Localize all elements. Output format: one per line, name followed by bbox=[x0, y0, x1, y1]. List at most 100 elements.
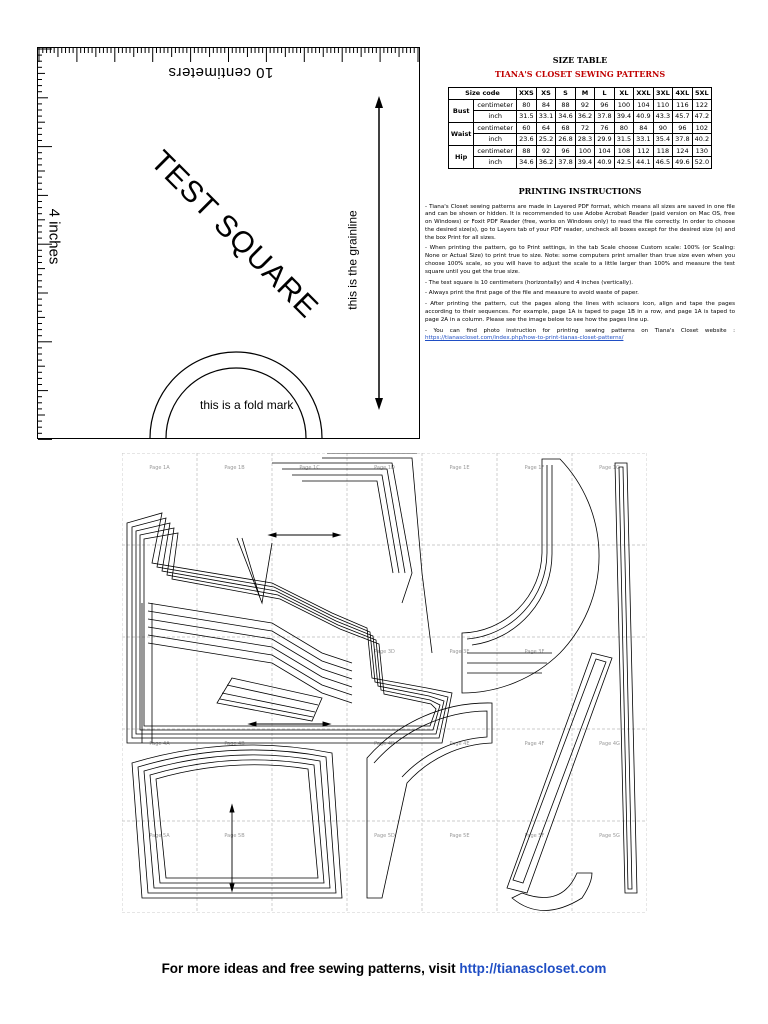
table-cell: 76 bbox=[594, 121, 615, 134]
unit-label: centimeter bbox=[473, 121, 518, 134]
table-cell: 39.4 bbox=[574, 156, 596, 169]
instruction-paragraph: - Tiana's Closet sewing patterns are mad… bbox=[425, 203, 735, 241]
measure-label: Bust bbox=[447, 98, 475, 123]
table-cell: 33.1 bbox=[535, 110, 557, 123]
instruction-paragraph: - After printing the pattern, cut the pa… bbox=[425, 301, 735, 323]
footer: For more ideas and free sewing patterns,… bbox=[0, 961, 768, 976]
size-column-header: 4XL bbox=[672, 87, 693, 100]
table-cell: 33.1 bbox=[633, 133, 654, 146]
page-grid bbox=[122, 453, 647, 913]
test-square-graphic bbox=[38, 48, 419, 440]
page-label: Page 5F bbox=[525, 833, 545, 839]
table-cell: 43.3 bbox=[652, 110, 674, 123]
table-cell: 36.2 bbox=[574, 110, 596, 123]
page-label: Page 5E bbox=[449, 833, 469, 839]
table-cell: 96 bbox=[594, 98, 615, 111]
page-label: Page 1B bbox=[224, 465, 245, 471]
page-label: Page 5B bbox=[224, 833, 245, 839]
table-cell: 80 bbox=[613, 121, 635, 134]
page-label: Page 5G bbox=[599, 833, 620, 839]
table-cell: 49.6 bbox=[672, 156, 693, 169]
page-label: Page 1D bbox=[374, 465, 395, 471]
table-cell: 112 bbox=[633, 144, 654, 157]
size-column-header: XL bbox=[613, 87, 635, 100]
grainline-label: this is the grainline bbox=[345, 210, 360, 310]
ruler-centimeters-label: 10 centimeters bbox=[168, 64, 274, 81]
fold-mark bbox=[149, 351, 323, 439]
table-cell: 80 bbox=[516, 98, 537, 111]
table-cell: 104 bbox=[594, 144, 615, 157]
page-label: Page 1C bbox=[299, 465, 320, 471]
table-cell: 47.2 bbox=[691, 110, 713, 123]
unit-label: inch bbox=[473, 110, 518, 123]
unit-label: centimeter bbox=[473, 144, 518, 157]
table-cell: 44.1 bbox=[633, 156, 654, 169]
footer-text: For more ideas and free sewing patterns,… bbox=[161, 961, 460, 976]
instruction-paragraph: - You can find photo instruction for pri… bbox=[425, 328, 735, 344]
bodice-piece bbox=[126, 453, 453, 744]
facing-piece bbox=[366, 702, 493, 899]
page-label: Page 1A bbox=[149, 465, 170, 471]
size-table-subtitle: TIANA'S CLOSET SEWING PATTERNS bbox=[494, 69, 666, 79]
grainline-arrows bbox=[229, 532, 342, 893]
size-column-header: 3XL bbox=[652, 87, 674, 100]
printing-instructions-title: PRINTING INSTRUCTIONS bbox=[518, 185, 642, 196]
table-cell: 46.5 bbox=[652, 156, 674, 169]
instruction-paragraph: - Always print the first page of the fil… bbox=[425, 290, 639, 297]
page-label: Page 4G bbox=[599, 741, 620, 747]
table-cell: 37.8 bbox=[672, 133, 693, 146]
table-cell: 60 bbox=[516, 121, 537, 134]
table-cell: 37.8 bbox=[594, 110, 615, 123]
page-label: Page 5D bbox=[374, 833, 395, 839]
size-code-header: Size code bbox=[447, 87, 518, 100]
measure-label: Hip bbox=[447, 144, 475, 169]
table-cell: 42.5 bbox=[613, 156, 635, 169]
table-cell: 110 bbox=[652, 98, 674, 111]
table-cell: 64 bbox=[535, 121, 557, 134]
page-label: Page 1F bbox=[525, 465, 545, 471]
table-cell: 124 bbox=[672, 144, 693, 157]
measure-label: Waist bbox=[447, 121, 475, 146]
table-cell: 52.0 bbox=[691, 156, 713, 169]
instruction-paragraph: - When printing the pattern, go to Print… bbox=[425, 245, 735, 275]
page-label: Page 5A bbox=[149, 833, 170, 839]
fold-mark-label: this is a fold mark bbox=[200, 398, 294, 412]
page-label: Page 3D bbox=[374, 649, 395, 655]
instruction-text: - You can find photo instruction for pri… bbox=[425, 327, 735, 334]
size-column-header: M bbox=[574, 87, 596, 100]
table-cell: 90 bbox=[652, 121, 674, 134]
table-cell: 122 bbox=[691, 98, 713, 111]
table-cell: 34.6 bbox=[555, 110, 576, 123]
page-label: Page 1G bbox=[599, 465, 620, 471]
ruler-top bbox=[38, 48, 419, 62]
table-cell: 104 bbox=[633, 98, 654, 111]
ruler-left bbox=[38, 48, 52, 440]
table-cell: 130 bbox=[691, 144, 713, 157]
table-cell: 40.9 bbox=[633, 110, 654, 123]
table-cell: 92 bbox=[535, 144, 557, 157]
size-column-header: XXL bbox=[633, 87, 654, 100]
collar-piece bbox=[461, 458, 600, 694]
ruler-inches-label: 4 inches bbox=[45, 208, 63, 265]
table-cell: 23.6 bbox=[516, 133, 537, 146]
table-cell: 88 bbox=[516, 144, 537, 157]
waistband-piece bbox=[614, 462, 638, 894]
table-cell: 102 bbox=[691, 121, 713, 134]
test-square: 10 centimeters 4 inches TEST SQUARE this… bbox=[37, 47, 420, 440]
table-cell: 116 bbox=[672, 98, 693, 111]
table-cell: 25.2 bbox=[535, 133, 557, 146]
table-cell: 84 bbox=[535, 98, 557, 111]
unit-label: inch bbox=[473, 156, 518, 169]
instructions-link[interactable]: https://tianascloset.com/index.php/how-t… bbox=[425, 335, 624, 342]
footer-link[interactable]: http://tianascloset.com bbox=[459, 961, 607, 976]
